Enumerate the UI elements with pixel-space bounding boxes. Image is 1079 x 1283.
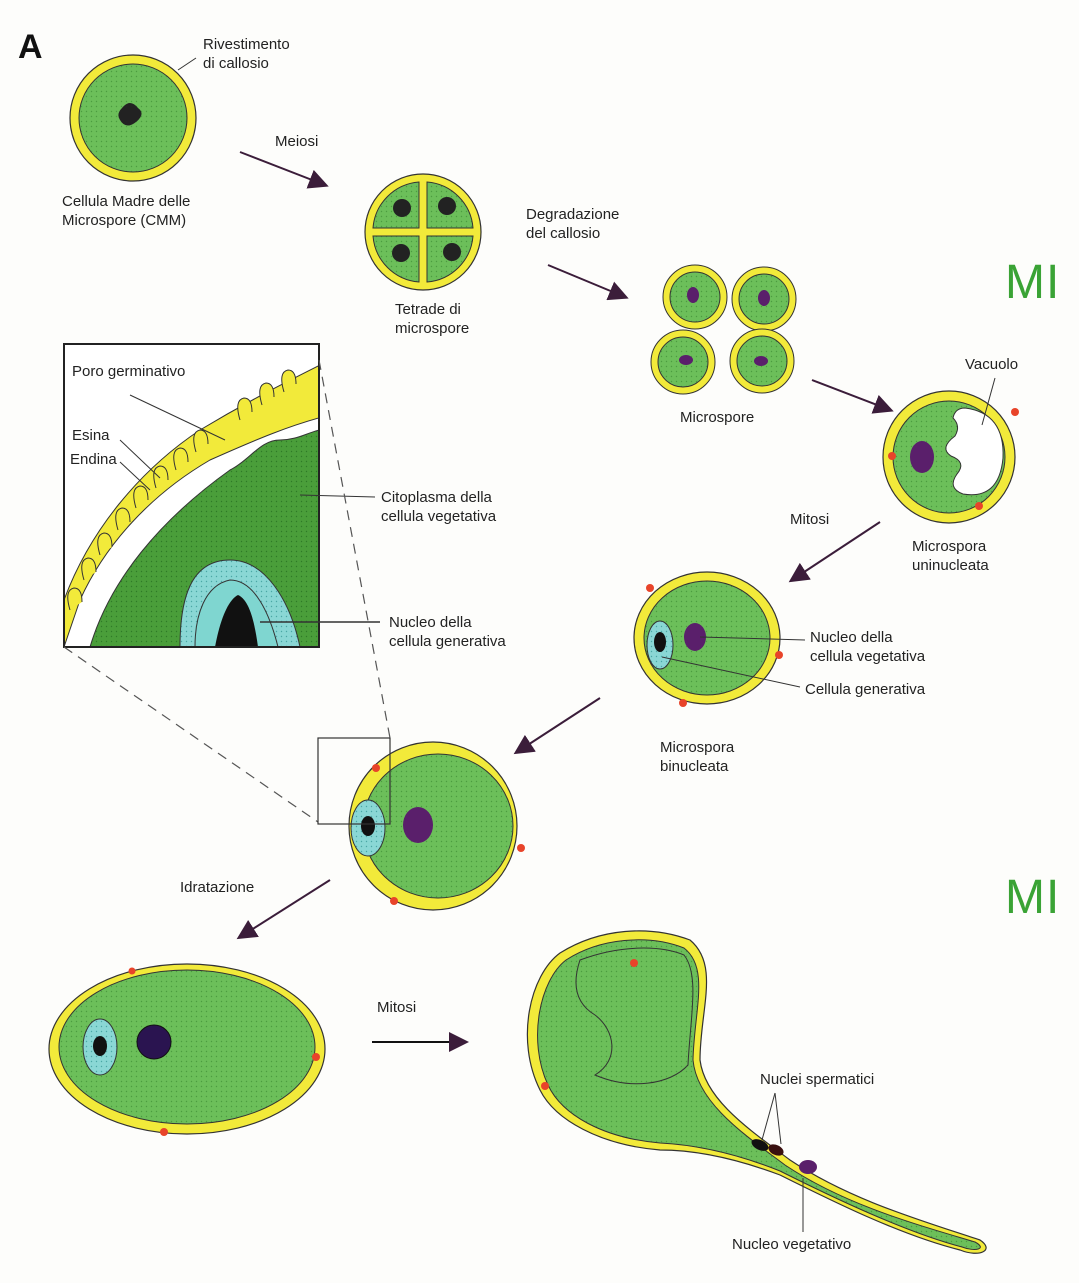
microspores-group <box>651 265 796 394</box>
label-mitosis-2: Mitosi <box>377 998 416 1017</box>
mature-pollen-grain <box>318 738 525 910</box>
side-label-bottom: MI <box>1005 870 1060 925</box>
hydrated-pollen-grain <box>49 964 325 1136</box>
label-veg-nucleus-tube: Nucleo vegetativo <box>732 1235 851 1254</box>
cmm-cell <box>70 55 196 181</box>
uninucleate-microspore <box>883 391 1019 523</box>
tetrad-cell <box>365 174 481 290</box>
side-label-top: MI <box>1005 255 1060 310</box>
label-vacuole: Vacuolo <box>965 355 1018 374</box>
label-callose-coat: Rivestimento di callosio <box>203 35 290 73</box>
label-cmm: Cellula Madre delle Microspore (CMM) <box>62 192 190 230</box>
label-hydration: Idratazione <box>180 878 254 897</box>
panel-letter: A <box>18 28 43 67</box>
label-intine: Endina <box>70 450 117 469</box>
label-sperm-nuclei: Nuclei spermatici <box>760 1070 874 1089</box>
binucleate-microspore <box>634 572 783 707</box>
label-gen-nucleus: Nucleo della cellula generativa <box>389 613 506 651</box>
label-meiosis: Meiosi <box>275 132 318 151</box>
label-germ-pore: Poro germinativo <box>72 362 185 381</box>
label-uninucleate: Microspora uninucleata <box>912 537 989 575</box>
label-exine: Esina <box>72 426 110 445</box>
label-callose-degradation: Degradazione del callosio <box>526 205 619 243</box>
label-veg-nucleus: Nucleo della cellula vegetativa <box>810 628 925 666</box>
germinating-pollen-tube <box>527 931 986 1253</box>
label-generative-cell: Cellula generativa <box>805 680 925 699</box>
label-veg-cytoplasm: Citoplasma della cellula vegetativa <box>381 488 496 526</box>
label-mitosis-1: Mitosi <box>790 510 829 529</box>
label-microspores: Microspore <box>680 408 754 427</box>
wall-detail-inset <box>64 344 330 647</box>
label-binucleate: Microspora binucleata <box>660 738 734 776</box>
label-tetrad: Tetrade di microspore <box>395 300 469 338</box>
